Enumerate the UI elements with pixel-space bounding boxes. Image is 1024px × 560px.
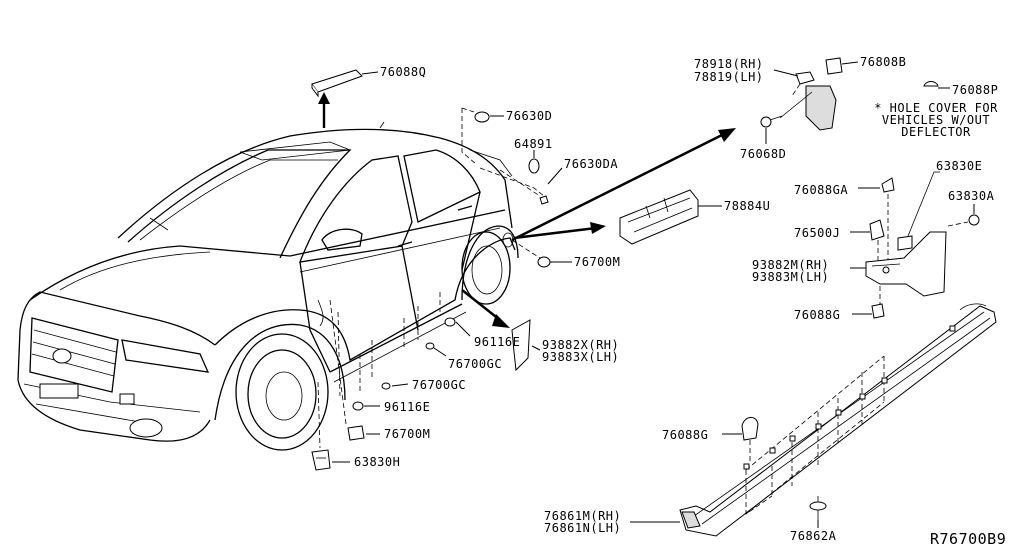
label-76630D: 76630D xyxy=(506,109,553,123)
label-76068D: 76068D xyxy=(740,147,787,161)
label-63830H: 63830H xyxy=(354,455,401,469)
part-76700GC-a xyxy=(417,306,447,357)
label-76700M-rear: 76700M xyxy=(574,255,621,269)
part-76700M-rear xyxy=(511,239,572,268)
label-76700M-front: 76700M xyxy=(384,427,431,441)
label-64891: 64891 xyxy=(514,137,553,151)
part-76088Q xyxy=(311,69,379,128)
label-63830A: 63830A xyxy=(948,189,995,203)
label-96116E-b: 96116E xyxy=(384,400,431,414)
label-93882M: 93882M(RH) xyxy=(752,258,830,272)
label-76700GC-a: 76700GC xyxy=(448,357,503,371)
part-76861M-sill xyxy=(630,303,997,537)
label-76088Q: 76088Q xyxy=(380,65,427,79)
label-76500J: 76500J xyxy=(794,226,841,240)
label-76700GC-b: 76700GC xyxy=(412,378,467,392)
part-76088G-a xyxy=(852,286,885,319)
label-76088G-a: 76088G xyxy=(794,308,841,322)
label-76861N: 76861N(LH) xyxy=(544,521,622,535)
part-63830H xyxy=(311,299,350,471)
part-93882M-mudguard xyxy=(850,231,947,297)
vehicle-illustration xyxy=(17,121,519,451)
label-93883M: 93883M(LH) xyxy=(752,270,830,284)
label-76088G-b: 76088G xyxy=(662,428,709,442)
part-78918-bracket xyxy=(773,69,837,131)
part-76700GC-b xyxy=(359,318,409,392)
note-line-3: DEFLECTOR xyxy=(901,125,971,139)
part-64891 xyxy=(479,150,545,197)
part-96116E-b xyxy=(337,311,380,411)
part-76808B xyxy=(825,57,859,75)
part-76500J xyxy=(850,219,885,262)
part-76630DA xyxy=(499,167,563,205)
arrow-to-rear-bracket xyxy=(511,128,736,242)
label-78819: 78819(LH) xyxy=(694,70,764,84)
label-76630DA: 76630DA xyxy=(564,157,619,171)
label-76808B: 76808B xyxy=(860,55,907,69)
label-76861M: 76861M(RH) xyxy=(544,509,622,523)
diagram-id: R76700B9 xyxy=(930,530,1007,548)
part-76088GA xyxy=(858,177,895,264)
label-76088GA: 76088GA xyxy=(794,183,849,197)
part-76700M-front xyxy=(329,299,380,441)
note-line-2: VEHICLES W/OUT xyxy=(881,113,991,127)
part-63830E xyxy=(897,171,940,251)
label-96116E-a: 96116E xyxy=(474,335,521,349)
part-76630D xyxy=(461,107,504,165)
part-76088G-b xyxy=(722,417,759,462)
label-78884U: 78884U xyxy=(724,199,771,213)
label-76862A: 76862A xyxy=(790,529,837,543)
label-63830E: 63830E xyxy=(936,159,983,173)
part-63830A xyxy=(947,204,980,227)
part-76088P xyxy=(923,81,950,89)
part-78884U xyxy=(513,189,722,245)
note-line-1: * HOLE COVER FOR xyxy=(874,101,998,115)
label-93883X: 93883X(LH) xyxy=(542,350,620,364)
part-76862A xyxy=(809,496,827,528)
part-96116E-a xyxy=(439,292,471,337)
part-93882X-mudflap xyxy=(461,289,541,372)
label-78918: 78918(RH) xyxy=(694,57,764,71)
label-76088P: 76088P xyxy=(952,83,999,97)
label-93882X: 93882X(RH) xyxy=(542,338,620,352)
part-76068D xyxy=(760,115,783,144)
